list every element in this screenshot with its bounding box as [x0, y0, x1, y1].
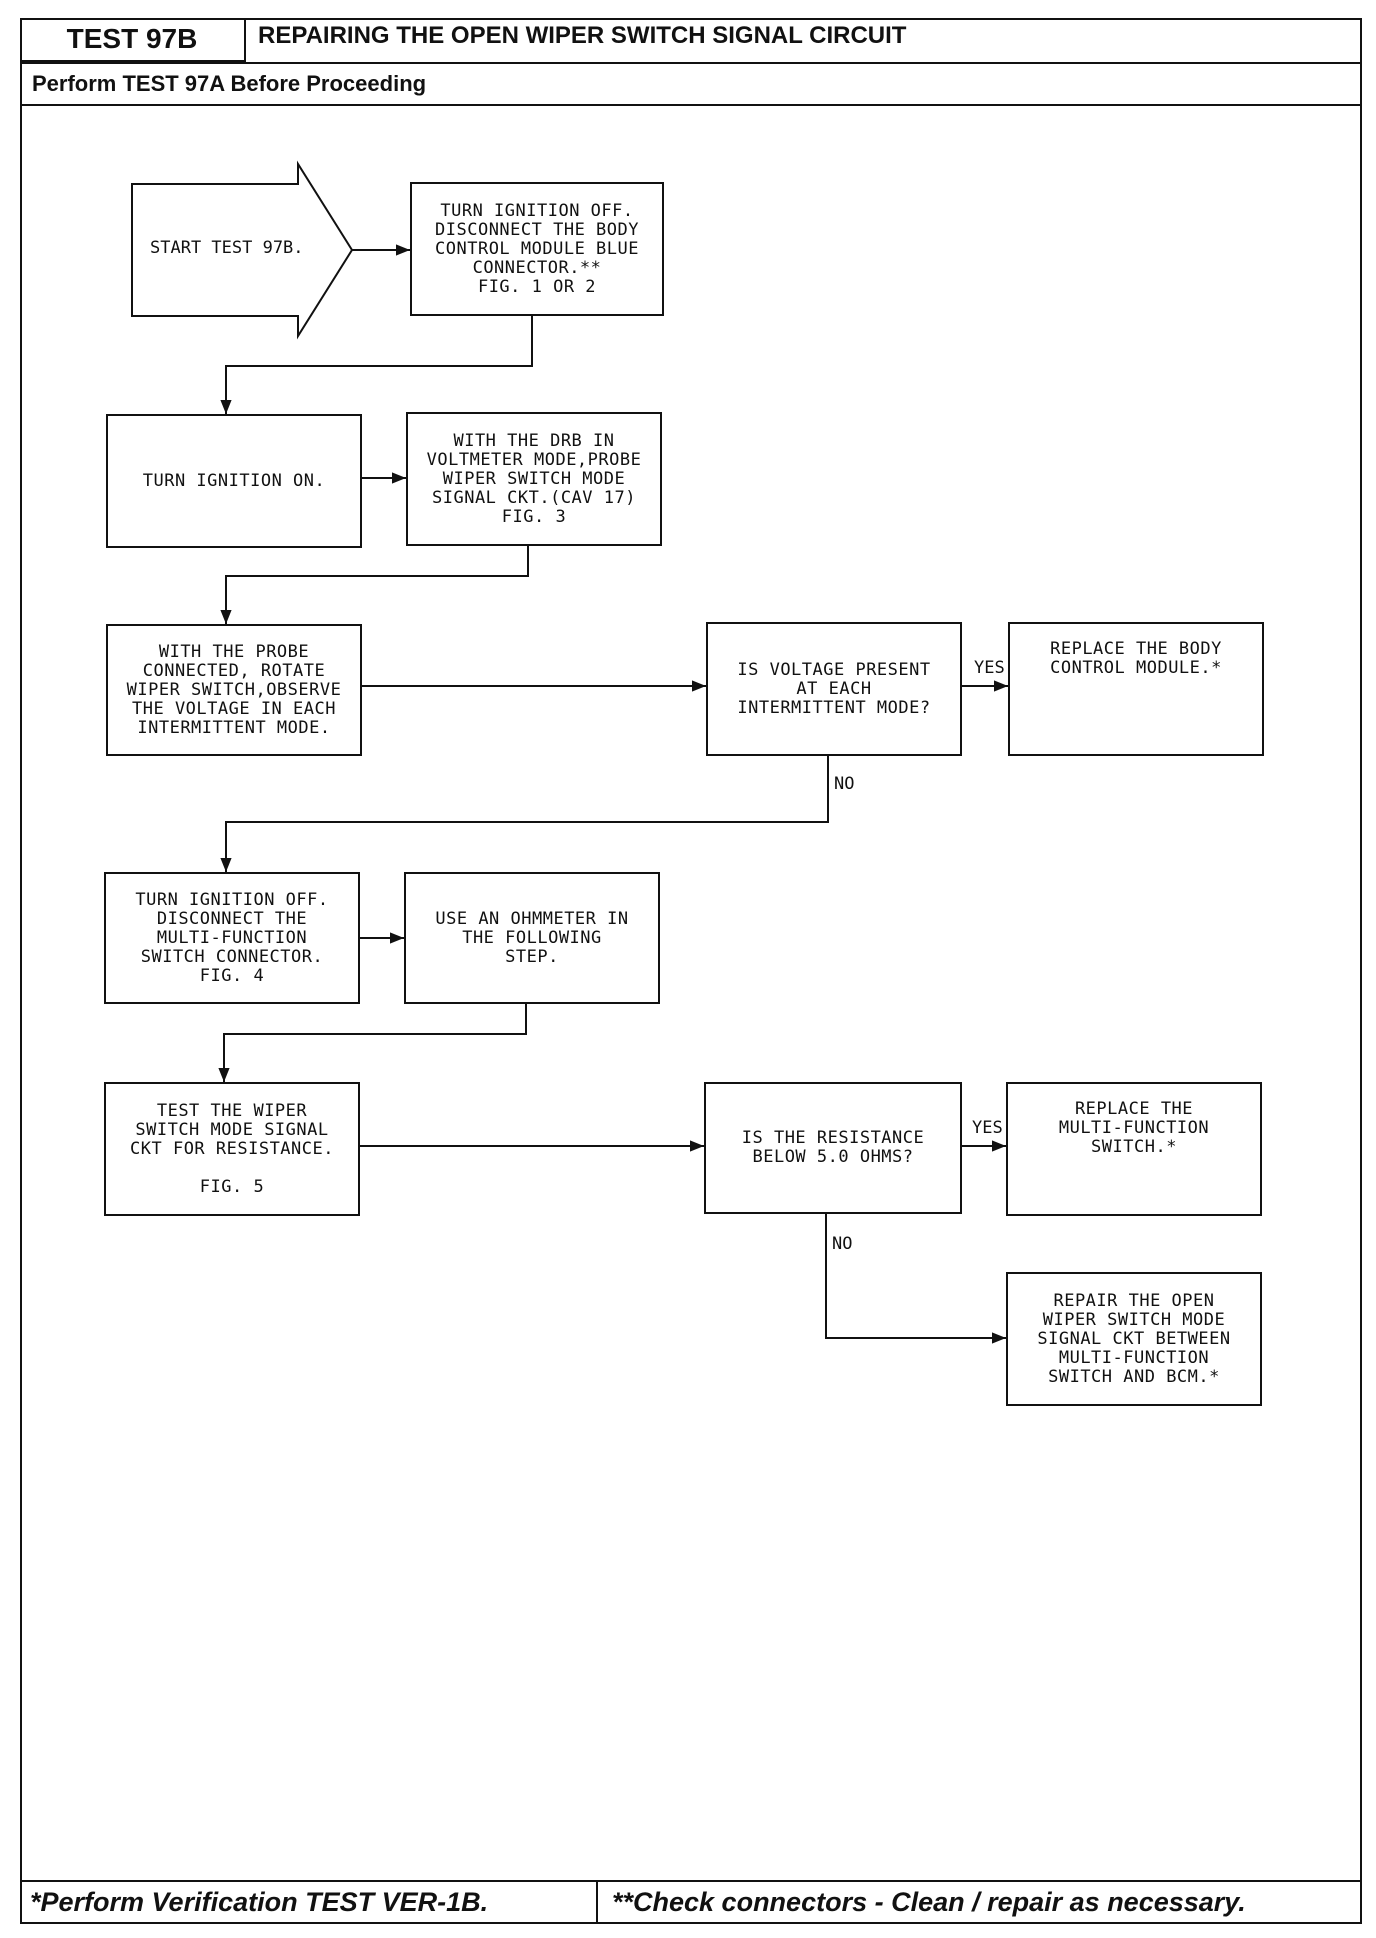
page-frame [20, 18, 1362, 1924]
step-test-resistance: TEST THE WIPER SWITCH MODE SIGNAL CKT FO… [104, 1082, 360, 1216]
prerequisite-note: Perform TEST 97A Before Proceeding [32, 71, 427, 96]
test-id: TEST 97B [20, 18, 246, 62]
connector-question1-step5 [220, 756, 829, 872]
result-repair-open-circuit: REPAIR THE OPEN WIPER SWITCH MODE SIGNAL… [1006, 1272, 1262, 1406]
start-arrow-shape [131, 160, 354, 340]
yes-label-q1: YES [974, 658, 1005, 678]
footer-note-connectors: **Check connectors - Clean / repair as n… [612, 1886, 1246, 1917]
connector-question2-result3 [825, 1214, 1006, 1344]
step-rotate-wiper-switch: WITH THE PROBE CONNECTED, ROTATE WIPER S… [106, 624, 362, 756]
footer-divider [20, 1880, 1362, 1882]
footer-column-divider [596, 1880, 598, 1924]
step-probe-wiper-signal: WITH THE DRB IN VOLTMETER MODE,PROBE WIP… [406, 412, 662, 546]
connector-step6-step7 [218, 1004, 527, 1082]
page-title: REPAIRING THE OPEN WIPER SWITCH SIGNAL C… [258, 22, 907, 49]
start-label: START TEST 97B. [150, 238, 304, 258]
header-divider-bottom [20, 104, 1362, 106]
no-label-q1: NO [834, 774, 855, 794]
question-resistance-below: IS THE RESISTANCE BELOW 5.0 OHMS? [704, 1082, 962, 1214]
step-use-ohmmeter: USE AN OHMMETER IN THE FOLLOWING STEP. [404, 872, 660, 1004]
step-disconnect-multifunction-switch: TURN IGNITION OFF. DISCONNECT THE MULTI-… [104, 872, 360, 1004]
no-label-q2: NO [832, 1234, 853, 1254]
result-replace-multifunction-switch: REPLACE THE MULTI-FUNCTION SWITCH.* [1006, 1082, 1262, 1216]
connector-step3-step4 [220, 546, 529, 624]
question-voltage-present: IS VOLTAGE PRESENT AT EACH INTERMITTENT … [706, 622, 962, 756]
result-replace-bcm: REPLACE THE BODY CONTROL MODULE.* [1008, 622, 1264, 756]
yes-label-q2: YES [972, 1118, 1003, 1138]
footer-note-verification: *Perform Verification TEST VER-1B. [30, 1886, 489, 1917]
step-turn-ignition-on: TURN IGNITION ON. [106, 414, 362, 548]
header-divider [20, 62, 1362, 64]
step-turn-ignition-off-disconnect-bcm: TURN IGNITION OFF. DISCONNECT THE BODY C… [410, 182, 664, 316]
connector-step1-step2 [220, 316, 533, 414]
